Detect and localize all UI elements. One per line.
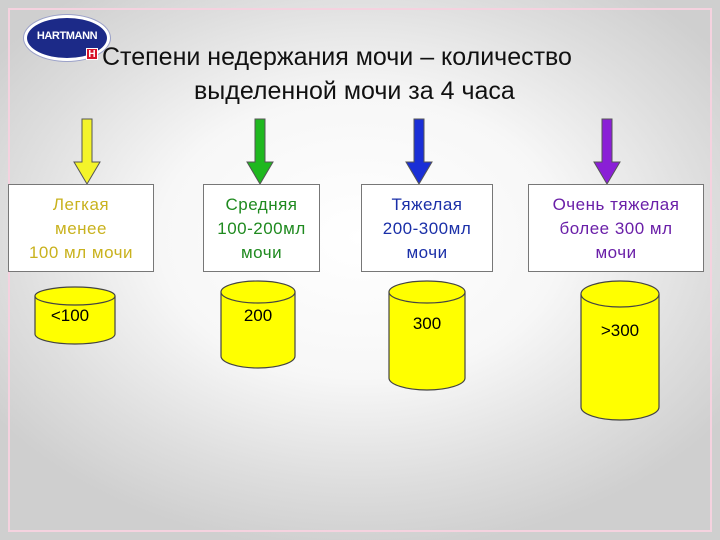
level-unit: мочи bbox=[406, 243, 448, 262]
cylinder-label-moderate: 200 bbox=[243, 306, 273, 325]
level-box-mild: Легкая менее 100 мл мочи bbox=[8, 184, 154, 272]
cylinder-label-severe: 300 bbox=[412, 314, 442, 333]
level-range: менее bbox=[55, 219, 107, 238]
arrow-severe-icon bbox=[405, 118, 433, 185]
arrow-very-severe-icon bbox=[593, 118, 621, 185]
cylinder-very-severe-icon bbox=[580, 280, 660, 421]
level-unit: 100 мл мочи bbox=[28, 243, 134, 262]
arrow-moderate-icon bbox=[246, 118, 274, 185]
level-box-moderate: Средняя 100-200мл мочи bbox=[203, 184, 320, 272]
title-line-1: Степени недержания мочи – количество bbox=[102, 43, 572, 71]
cylinder-severe-icon bbox=[388, 280, 466, 391]
level-range: 200-300мл bbox=[382, 219, 472, 238]
level-unit: мочи bbox=[595, 243, 637, 262]
slide-title: Степени недержания мочи – количество выд… bbox=[90, 40, 690, 108]
level-box-very-severe: Очень тяжелая более 300 мл мочи bbox=[528, 184, 704, 272]
cylinder-label-mild: <100 bbox=[50, 306, 90, 325]
level-name: Тяжелая bbox=[391, 195, 463, 214]
level-name: Легкая bbox=[52, 195, 110, 214]
level-range: более 300 мл bbox=[559, 219, 673, 238]
cylinder-label-very-severe: >300 bbox=[600, 321, 640, 340]
hartmann-logo: HARTMANN bbox=[24, 15, 110, 61]
level-name: Средняя bbox=[225, 195, 298, 214]
logo-text: HARTMANN bbox=[36, 30, 98, 42]
logo-h-mark: H bbox=[86, 48, 98, 60]
level-name: Очень тяжелая bbox=[552, 195, 680, 214]
level-unit: мочи bbox=[240, 243, 283, 262]
level-box-severe: Тяжелая 200-300мл мочи bbox=[361, 184, 493, 272]
level-range: 100-200мл bbox=[217, 219, 306, 238]
cylinder-mild-icon bbox=[34, 286, 116, 345]
title-line-2: выделенной мочи за 4 часа bbox=[194, 77, 515, 105]
cylinder-moderate-icon bbox=[220, 280, 296, 369]
arrow-mild-icon bbox=[73, 118, 101, 185]
